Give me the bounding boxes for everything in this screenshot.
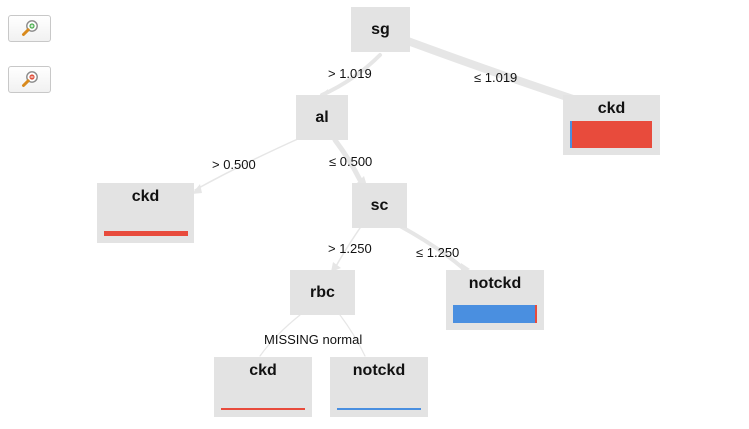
edge-al-leaf xyxy=(194,137,301,191)
edge-al-sc xyxy=(332,137,363,183)
leaf-node-al-gt[interactable]: ckd xyxy=(97,183,194,243)
edge-label-sg-le: ≤ 1.019 xyxy=(474,70,518,85)
edge-rbc-leaf-notckd xyxy=(339,314,366,357)
leaf-label: notckd xyxy=(352,362,406,379)
node-sg[interactable]: sg xyxy=(351,7,410,52)
leaf-label: ckd xyxy=(597,100,626,117)
zoom-out-icon xyxy=(22,71,38,87)
node-label-al: al xyxy=(315,109,329,126)
leaf-node-rbc-missing[interactable]: ckd xyxy=(214,357,312,417)
edge-label-sg-gt: > 1.019 xyxy=(328,66,372,81)
leaf-label: notckd xyxy=(468,275,522,292)
leaf-label: ckd xyxy=(249,362,277,379)
node-sc[interactable]: sc xyxy=(352,183,407,228)
class-bar-ckd xyxy=(221,408,305,410)
class-bar-notckd xyxy=(337,408,421,410)
node-rbc[interactable]: rbc xyxy=(290,270,355,315)
leaf-node-rbc-normal[interactable]: notckd xyxy=(330,357,428,417)
class-bar-ckd xyxy=(535,305,537,323)
class-bar-notckd xyxy=(453,305,537,323)
edge-rbc-leaf-ckd xyxy=(259,314,301,357)
class-bar-ckd xyxy=(570,121,652,148)
edge-label-al-le: ≤ 0.500 xyxy=(329,154,373,169)
leaf-node-sc-le[interactable]: notckd xyxy=(446,270,544,330)
edge-sg-al xyxy=(320,53,382,97)
leaf-label: ckd xyxy=(131,188,160,205)
edge-label-rbc-split: MISSING normal xyxy=(264,332,363,347)
edge-label-al-gt: > 0.500 xyxy=(212,157,256,172)
node-label-rbc: rbc xyxy=(310,284,335,301)
edge-sc-leaf xyxy=(398,224,467,272)
class-bar-ckd xyxy=(104,231,188,236)
zoom-in-icon xyxy=(22,20,38,36)
edge-label-sc-gt: > 1.250 xyxy=(328,241,372,256)
node-label-sg: sg xyxy=(371,21,390,38)
node-label-sc: sc xyxy=(370,197,389,214)
zoom-in-button[interactable] xyxy=(8,15,51,42)
node-al[interactable]: al xyxy=(296,95,348,140)
class-bar-notckd xyxy=(570,121,572,148)
edge-label-sc-le: ≤ 1.250 xyxy=(416,245,460,260)
leaf-node-sg-le[interactable]: ckd xyxy=(563,95,660,155)
zoom-out-button[interactable] xyxy=(8,66,51,93)
